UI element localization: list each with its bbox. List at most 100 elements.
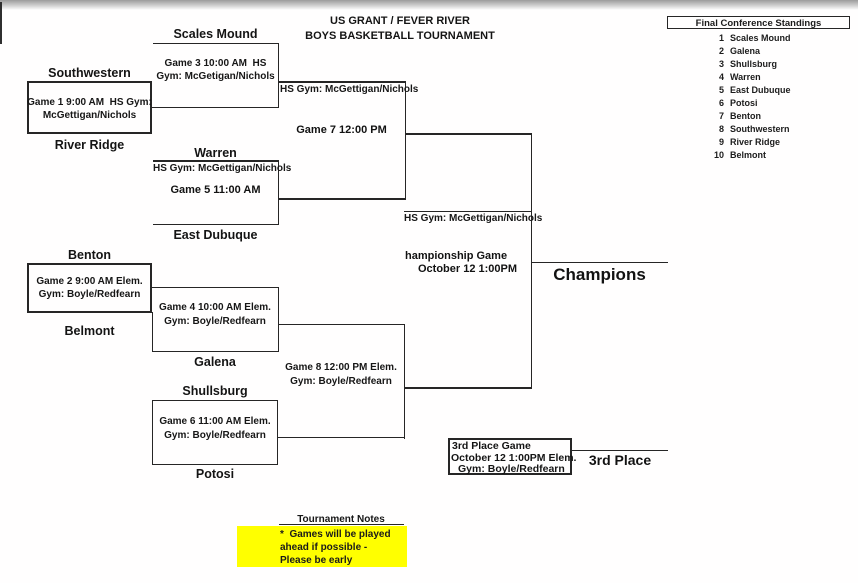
game8-info-line1: Game 8 12:00 PM Elem. — [285, 362, 397, 373]
tournament-notes-line3: Please be early — [280, 555, 353, 567]
game1-info-line1: Game 1 9:00 AM HS Gym: — [27, 97, 152, 108]
standings-team-name: Belmont — [730, 150, 766, 161]
tournament-notes-line2: ahead if possible - — [280, 542, 368, 554]
game6-winner-line — [278, 436, 405, 439]
game1-info: Game 1 9:00 AM HS Gym: McGettigan/Nichol… — [27, 96, 152, 122]
game4-right-connector — [277, 286, 280, 352]
third-place-box — [448, 438, 572, 475]
team-label-river-ridge: River Ridge — [54, 138, 125, 152]
game8-right-connector — [403, 323, 406, 439]
championship-venue: HS Gym: McGettigan/Nichols — [404, 212, 543, 224]
game5-winner-line — [278, 198, 406, 200]
game2-winner-line — [152, 286, 279, 289]
standings-rank: 9 — [718, 137, 724, 148]
game5-right-connector — [277, 160, 280, 225]
game6-info: Game 6 11:00 AM Elem. Gym: Boyle/Redfear… — [152, 415, 278, 442]
championship-right-connector — [530, 133, 533, 389]
game5-title: Game 5 11:00 AM — [170, 184, 261, 196]
team-label-southwestern: Southwestern — [48, 66, 131, 80]
championship-datetime: October 12 1:00PM — [418, 263, 518, 275]
game4-left-connector — [151, 312, 154, 352]
standings-row: 1 Scales Mound — [667, 31, 850, 44]
game7-winner-line — [405, 133, 532, 135]
championship-title: hampionship Game — [405, 250, 508, 262]
game1-winner-line — [152, 106, 279, 109]
game6-info-line2: Gym: Boyle/Redfearn — [164, 429, 266, 441]
game4-winner-line — [278, 323, 405, 326]
game2-info: Game 2 9:00 AM Elem. Gym: Boyle/Redfearn — [27, 275, 152, 301]
galena-seed-line — [152, 350, 279, 353]
standings-row: 8 Southwestern — [667, 123, 850, 136]
standings-header: Final Conference Standings — [695, 17, 822, 29]
standings-rank: 7 — [718, 111, 724, 122]
game6-info-line1: Game 6 11:00 AM Elem. — [159, 416, 271, 427]
game3-info-line2: Gym: McGetigan/Nichols — [156, 71, 275, 82]
standings-rank: 6 — [718, 98, 724, 109]
team-label-potosi: Potosi — [195, 467, 235, 481]
game3-info-line1: Game 3 10:00 AM HS — [164, 57, 267, 69]
game8-info-line2: Gym: Boyle/Redfearn — [290, 375, 392, 387]
team-label-warren: Warren — [194, 146, 237, 160]
standings-rank: 8 — [718, 124, 724, 135]
game3-winner-line — [278, 81, 406, 83]
game7-right-connector — [404, 81, 407, 200]
team-label-shullsburg: Shullsburg — [182, 384, 248, 398]
game3-right-connector — [277, 42, 280, 108]
standings-row: 3 Shullsburg — [667, 57, 850, 70]
page-left-edge-mark — [0, 2, 2, 44]
standings-row: 2 Galena — [667, 44, 850, 57]
standings-team-name: Shullsburg — [730, 58, 777, 69]
standings-header-box — [667, 16, 850, 29]
game4-info-line1: Game 4 10:00 AM Elem. — [159, 302, 271, 313]
game2-info-line1: Game 2 9:00 AM Elem. — [36, 276, 143, 287]
game4-info-line2: Gym: Boyle/Redfearn — [164, 315, 266, 327]
page-title: US GRANT / FEVER RIVER BOYS BASKETBALL T… — [250, 14, 550, 43]
standings-rank: 2 — [718, 45, 724, 56]
east-dubuque-seed-line — [153, 223, 278, 226]
tournament-notes-highlight: * Games will be played ahead if possible… — [237, 526, 407, 567]
game3-info: Game 3 10:00 AM HS Gym: McGetigan/Nichol… — [153, 57, 278, 84]
game1-info-line2: McGettigan/Nichols — [42, 110, 137, 121]
standings-rank: 1 — [718, 32, 724, 43]
team-label-benton: Benton — [67, 248, 112, 262]
champions-line — [531, 261, 668, 264]
third-place-game-title: 3rd Place Game — [452, 440, 531, 452]
champions-label: Champions — [553, 265, 646, 284]
standings-team-name: River Ridge — [730, 137, 781, 148]
standings-team-name: Southwestern — [730, 124, 790, 135]
standings-row: 9 River Ridge — [667, 136, 850, 149]
tournament-notes-line1: * Games will be played — [280, 529, 391, 540]
page-top-shadow — [0, 0, 858, 10]
standings-team-name: Warren — [730, 71, 761, 82]
standings-team-name: Galena — [730, 45, 761, 56]
game7-venue: HS Gym: McGettigan/Nichols — [280, 84, 419, 95]
warren-seed-line — [153, 160, 278, 162]
game8-winner-line — [404, 387, 532, 389]
tournament-notes-underline — [279, 523, 404, 526]
third-place-game-datetime: October 12 1:00PM Elem. — [451, 451, 577, 464]
standings-team-name: Scales Mound — [730, 32, 791, 43]
standings-row: 7 Benton — [667, 110, 850, 123]
game7-title: Game 7 12:00 PM — [296, 124, 387, 136]
championship-venue-line — [404, 210, 532, 213]
game6-box — [152, 399, 278, 465]
scales-mound-seed-line — [153, 42, 278, 45]
standings-team-name: Benton — [730, 111, 761, 122]
third-place-game-venue: Gym: Boyle/Redfearn — [458, 463, 565, 475]
standings-rank: 3 — [718, 58, 724, 69]
game5-venue: HS Gym: McGettigan/Nichols — [153, 162, 292, 174]
team-label-scales-mound: Scales Mound — [173, 27, 258, 41]
team-label-galena: Galena — [194, 355, 236, 369]
page-title-line1: US GRANT / FEVER RIVER — [330, 15, 470, 27]
third-place-label: 3rd Place — [588, 452, 652, 468]
page-title-line2: BOYS BASKETBALL TOURNAMENT — [305, 29, 495, 42]
standings-rank: 5 — [718, 84, 724, 95]
tournament-notes-header: Tournament Notes — [297, 513, 385, 525]
game2-box — [27, 262, 152, 313]
team-label-belmont: Belmont — [64, 324, 115, 338]
